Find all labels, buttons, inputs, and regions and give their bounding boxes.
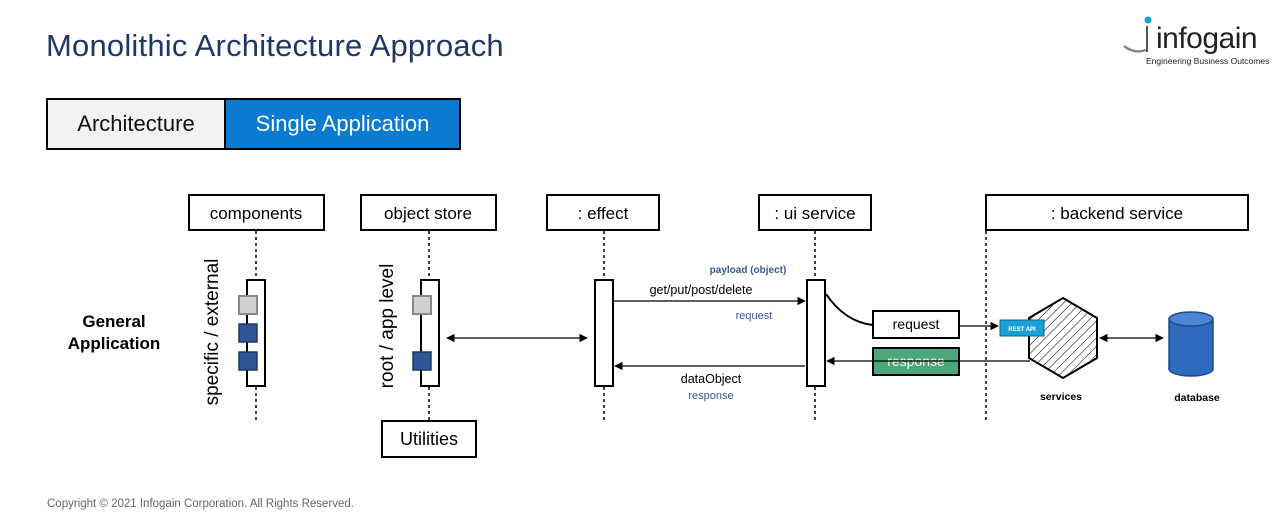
page-title: Monolithic Architecture Approach [46, 28, 504, 63]
lifeline-label: : ui service [774, 204, 855, 223]
row-label-line1: General [82, 312, 145, 331]
activation-bar-effect [594, 279, 614, 387]
tab-single-application[interactable]: Single Application [226, 100, 459, 148]
lifelines [255, 231, 987, 420]
lifeline-effect: : effect [546, 194, 660, 231]
infogain-logo: infogain Engineering Business Outcomes [1118, 14, 1270, 74]
rest-api-badge [999, 319, 1045, 337]
request-sub-label: request [736, 310, 773, 322]
tab-bar: Architecture Single Application [46, 98, 461, 150]
utilities-box [381, 420, 477, 458]
lifeline-label: object store [384, 204, 472, 223]
store-square-blue [412, 351, 432, 371]
row-label-line2: Application [68, 334, 161, 353]
services-hexagon-icon [1028, 296, 1098, 380]
utilities-label: Utilities [400, 429, 458, 449]
lifeline-object-store: object store [360, 194, 497, 231]
request-box-label: request [893, 316, 940, 332]
vertical-label-components: specific / external [202, 259, 223, 406]
vertical-label-store: root / app level [377, 264, 398, 389]
component-square-blue [238, 323, 258, 343]
component-square-blue [238, 351, 258, 371]
component-square-grey [238, 295, 258, 315]
return-label: dataObject [681, 372, 742, 386]
database-icon [1168, 311, 1214, 377]
logo-tagline: Engineering Business Outcomes [1146, 56, 1270, 66]
call-label: get/put/post/delete [650, 283, 753, 297]
logo-word: infogain [1156, 22, 1258, 55]
request-curve [825, 293, 874, 326]
database-label: database [1174, 392, 1220, 404]
copyright: Copyright © 2021 Infogain Corporation. A… [47, 498, 355, 510]
response-sub-label: response [688, 390, 733, 402]
payload-label: payload (object) [710, 265, 787, 276]
lifeline-backend-service: : backend service [985, 194, 1249, 231]
logo-mark-icon [1123, 16, 1152, 53]
lifeline-ui-service: : ui service [758, 194, 872, 231]
activation-bar-ui-service [806, 279, 826, 387]
lifeline-label: components [210, 204, 303, 223]
services-label: services [1040, 391, 1082, 403]
lifeline-label: : effect [578, 204, 629, 223]
store-square-grey [412, 295, 432, 315]
rest-api-label: REST API [1008, 327, 1036, 333]
tab-architecture[interactable]: Architecture [48, 100, 226, 148]
lifeline-label: : backend service [1051, 204, 1183, 223]
request-box [872, 310, 960, 339]
lifeline-components: components [188, 194, 325, 231]
